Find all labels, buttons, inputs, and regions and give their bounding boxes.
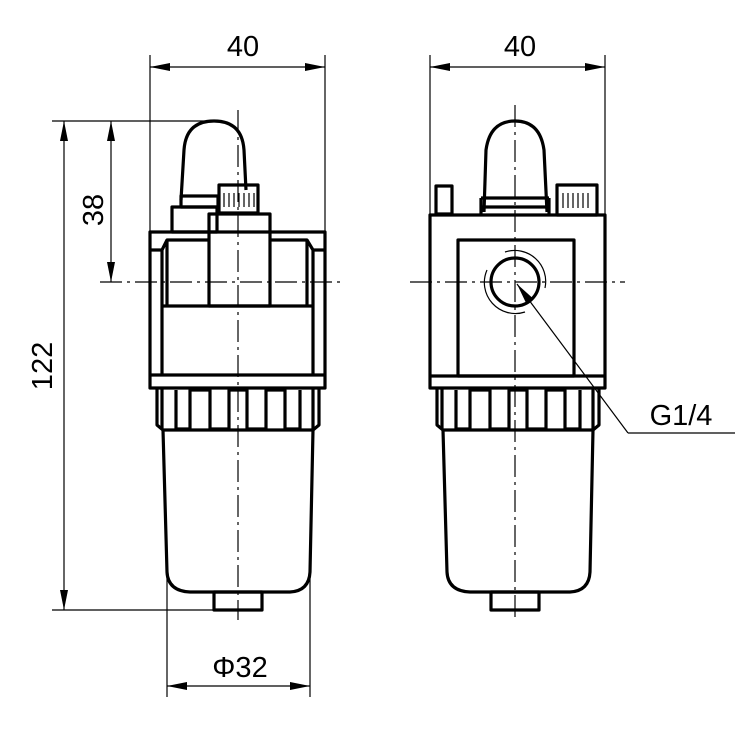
dim-width-left: 40 bbox=[227, 31, 259, 63]
port-window bbox=[456, 238, 576, 378]
cap-dome bbox=[179, 119, 248, 201]
front-view bbox=[410, 105, 625, 620]
side-view bbox=[100, 110, 345, 620]
dim-cap-height: 38 bbox=[78, 194, 110, 226]
bowl-front bbox=[441, 429, 595, 594]
dim-width-right: 40 bbox=[504, 31, 536, 63]
ext-lines-height bbox=[52, 120, 214, 611]
cap-band-front bbox=[479, 196, 551, 215]
adjust-nut-front bbox=[555, 183, 599, 217]
bowl-ribs-front bbox=[435, 388, 601, 432]
body-front bbox=[428, 213, 607, 390]
port-thread-label: G1/4 bbox=[650, 400, 713, 432]
dim-bowl-diameter: Φ32 bbox=[212, 652, 267, 684]
dimensions: 40 40 122 38 Φ32 G1/4 bbox=[27, 31, 735, 697]
dim-total-height: 122 bbox=[27, 342, 59, 390]
ext-lines-width-left bbox=[149, 55, 326, 232]
gauge-plug bbox=[434, 184, 454, 216]
ext-lines-diameter bbox=[166, 572, 311, 697]
thread-arc bbox=[483, 249, 547, 315]
leader-port-thread bbox=[516, 283, 629, 434]
ext-lines-width-right bbox=[429, 55, 606, 215]
cap-band bbox=[179, 194, 220, 209]
